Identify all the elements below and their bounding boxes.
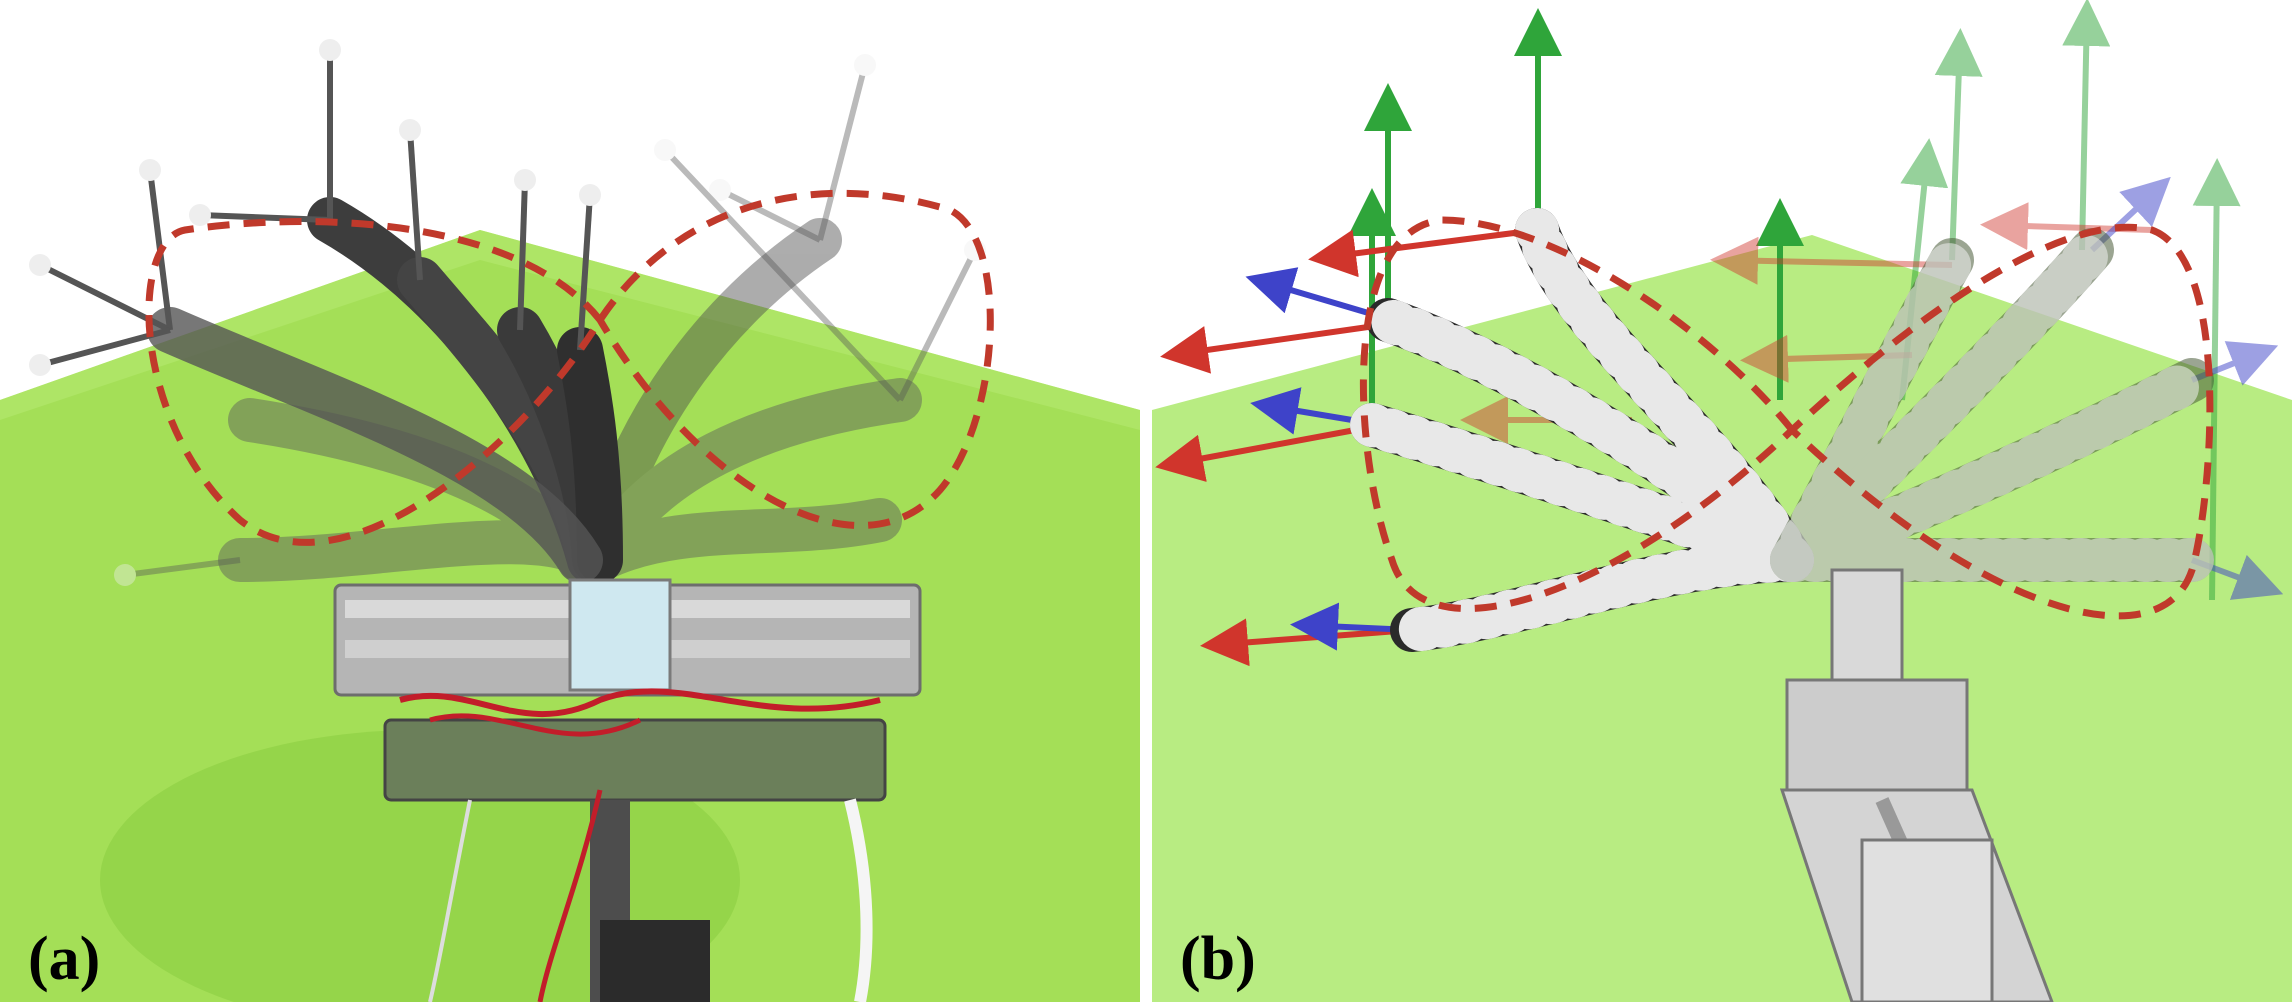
trajectory-dashed	[145, 189, 994, 546]
sim-base	[1779, 568, 2054, 1002]
panel-b: (b)	[1152, 0, 2292, 1002]
panel-label-a: (a)	[28, 925, 101, 993]
panel-a-photo	[0, 0, 1140, 1002]
robot-base	[333, 578, 922, 1002]
panel-b-render	[1152, 0, 2292, 1002]
trajectory-dashed	[1359, 216, 2214, 620]
panel-a: (a)	[0, 0, 1140, 1002]
robot-poses	[147, 197, 623, 583]
sim-robot-poses	[1350, 208, 2214, 652]
panel-label-b: (b)	[1180, 925, 1256, 993]
frame-arrows-green	[1348, 0, 2241, 601]
mocap-markers	[29, 39, 986, 586]
